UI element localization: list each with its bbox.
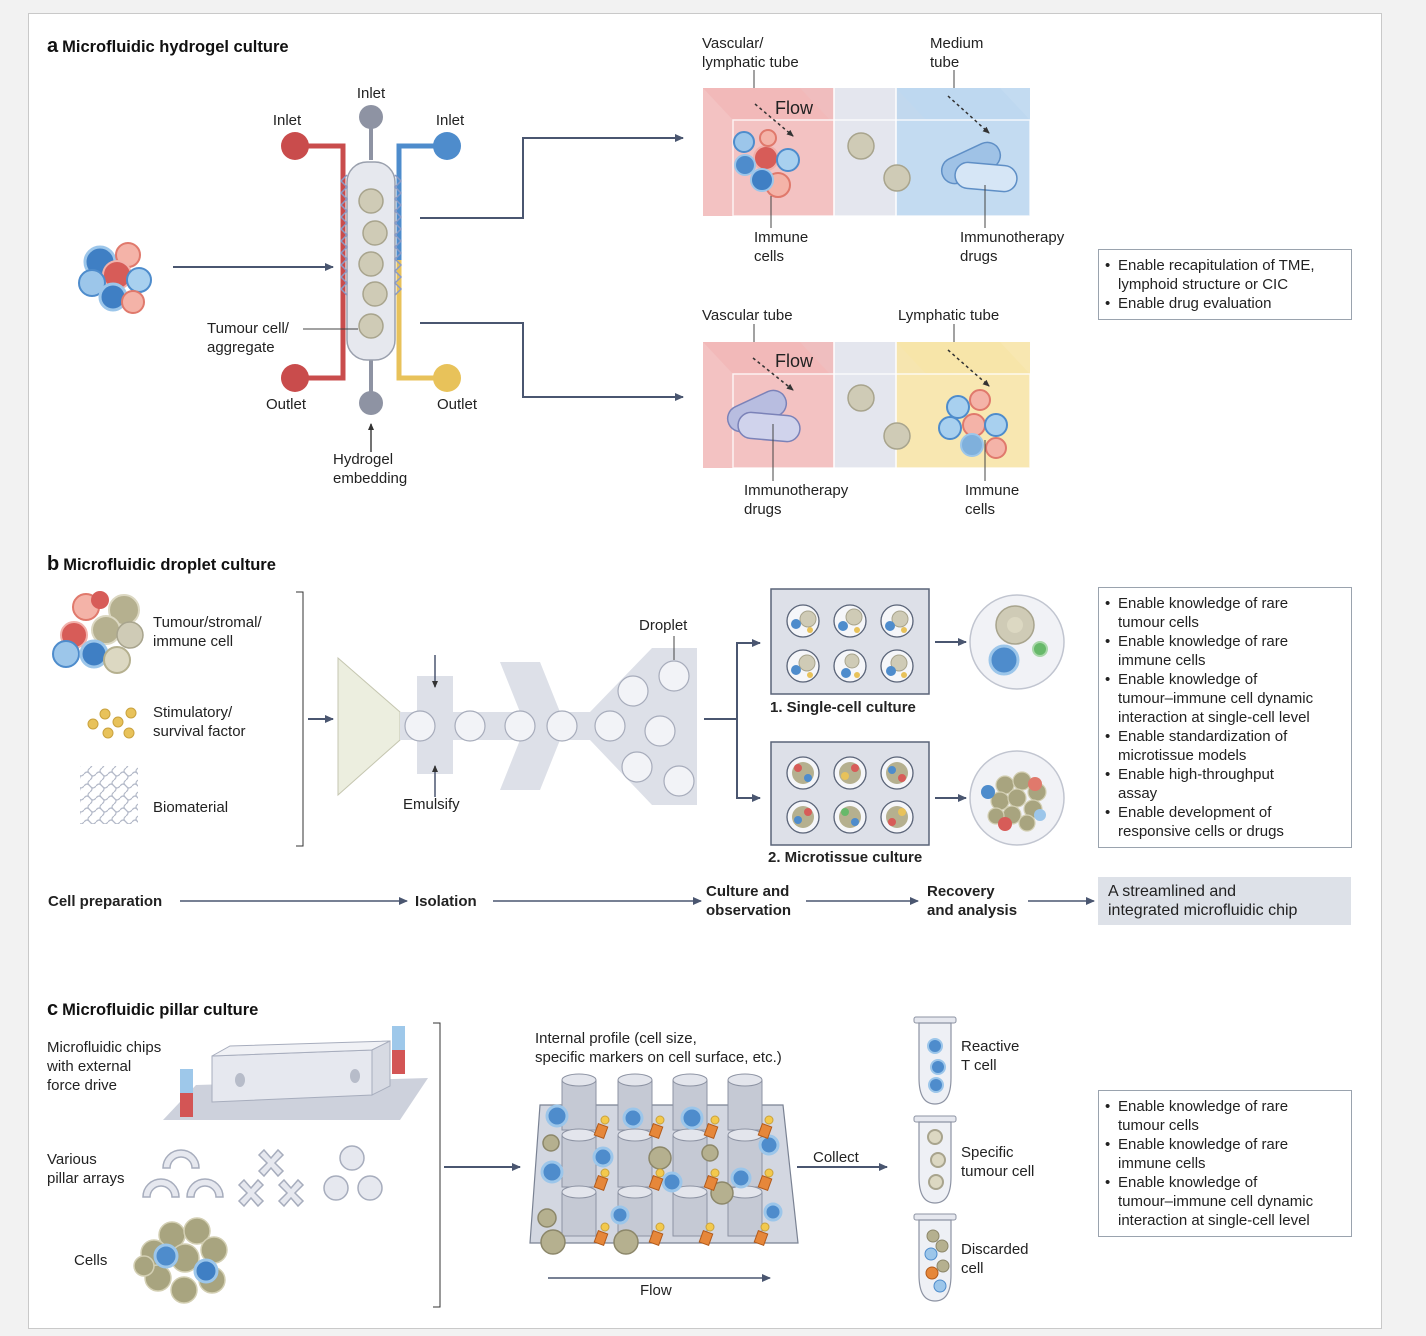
panel-b-benefit: Enable standardization of microtissue mo… — [1105, 727, 1343, 765]
workflow-step-cell-preparation: Cell preparation — [48, 893, 163, 910]
inlet-left-label: Inlet — [272, 112, 302, 129]
upper-immunotherapy-label: Immunotherapy drugs — [960, 229, 1065, 265]
panel-c-letter: c — [47, 998, 59, 1020]
panel-b-benefits-box: Enable knowledge of rare tumour cells En… — [1098, 587, 1352, 848]
cell-cluster-icon — [78, 242, 152, 314]
workflow-step-culture: Culture and observation — [706, 883, 792, 919]
internal-profile-label: Internal profile (cell size, specific ma… — [535, 1030, 782, 1066]
lower-left-tube-label: Vascular tube — [702, 307, 793, 324]
upper-left-tube-label: Vascular/ lymphatic tube — [702, 35, 799, 71]
upper-flow-label: Flow — [775, 98, 814, 118]
panel-a-benefit: Enable recapitulation of TME, lymphoid s… — [1105, 256, 1343, 294]
panel-c-benefits-box: Enable knowledge of rare tumour cells En… — [1098, 1090, 1352, 1237]
microtissue-culture-label: 2. Microtissue culture — [768, 849, 923, 866]
panel-b-graphics — [52, 588, 1095, 905]
cell-aggregate-icon — [133, 1217, 228, 1304]
workflow-step-isolation: Isolation — [415, 893, 477, 910]
collect-label: Collect — [813, 1149, 859, 1166]
panel-c-title-text: Microfluidic pillar culture — [62, 1001, 259, 1019]
panel-b-benefit: Enable knowledge of tumour–immune cell d… — [1105, 670, 1343, 727]
pillar-arrays-label: Various pillar arrays — [47, 1151, 125, 1187]
panel-c-benefit: Enable knowledge of rare tumour cells — [1105, 1097, 1343, 1135]
panel-b-benefit: Enable high-throughput assay — [1105, 765, 1343, 803]
chips-label: Microfluidic chips with external force d… — [47, 1039, 162, 1094]
outlet-left-label: Outlet — [265, 396, 307, 413]
inlet-right-label: Inlet — [435, 112, 465, 129]
reactive-t-cell-label: Reactive T cell — [961, 1038, 1020, 1074]
pillar-array — [529, 1073, 799, 1255]
droplet-channel — [337, 636, 697, 805]
legend-cell-label: Tumour/stromal/ immune cell — [153, 614, 262, 650]
lower-right-tube-label: Lymphatic tube — [898, 307, 1000, 324]
upper-immune-cells-label: Immune cells — [754, 229, 809, 265]
pillar-flow-label: Flow — [640, 1282, 672, 1299]
tumour-aggregate-label: Tumour cell/ aggregate — [207, 320, 289, 356]
single-cell-culture-label: 1. Single-cell culture — [770, 699, 916, 716]
panel-a-graphics — [78, 70, 1031, 481]
inlet-top-label: Inlet — [356, 85, 386, 102]
hydrogel-embedding-label: Hydrogel embedding — [333, 451, 408, 487]
lower-flow-label: Flow — [775, 351, 814, 371]
lower-immunotherapy-label: Immunotherapy drugs — [744, 482, 849, 518]
discarded-cell-label: Discarded cell — [961, 1241, 1029, 1277]
workflow-step-recovery: Recovery and analysis — [927, 883, 1018, 919]
microtissue-plate — [770, 741, 930, 846]
workflow-result-box: A streamlined and integrated microfluidi… — [1098, 877, 1351, 925]
chip-icon — [163, 1026, 428, 1120]
upper-right-tube-label: Medium tube — [930, 35, 984, 71]
specific-tumour-cell-label: Specific tumour cell — [961, 1144, 1035, 1180]
panel-b-title-text: Microfluidic droplet culture — [63, 556, 276, 574]
tube-reactive-t-cell — [913, 1016, 957, 1105]
single-cell-plate — [770, 588, 930, 695]
legend-biomaterial-label: Biomaterial — [153, 799, 229, 816]
pillar-shapes-icon — [142, 1145, 383, 1208]
legend-factor-label: Stimulatory/ survival factor — [153, 704, 246, 740]
factor-dots-icon — [87, 707, 137, 739]
cell-mix-icon — [52, 591, 144, 674]
upper-channel-box — [703, 70, 1031, 228]
panel-c-graphics — [133, 1016, 957, 1308]
panel-b-letter: b — [47, 553, 60, 575]
panel-a-letter: a — [47, 35, 59, 57]
panel-a-benefit: Enable drug evaluation — [1105, 294, 1343, 313]
droplet-label: Droplet — [639, 617, 688, 634]
panel-b-benefit: Enable knowledge of rare immune cells — [1105, 632, 1343, 670]
biomaterial-icon — [80, 766, 138, 824]
microtissue-droplet — [969, 750, 1065, 846]
tube-specific-tumour-cell — [913, 1115, 957, 1204]
cells-label: Cells — [74, 1252, 108, 1269]
lower-immune-cells-label: Immune cells — [965, 482, 1020, 518]
single-cell-droplet — [969, 594, 1065, 690]
panel-c-benefit: Enable knowledge of tumour–immune cell d… — [1105, 1173, 1343, 1230]
panel-b-benefit: Enable knowledge of rare tumour cells — [1105, 594, 1343, 632]
panel-c-benefit: Enable knowledge of rare immune cells — [1105, 1135, 1343, 1173]
lower-channel-box — [703, 324, 1031, 481]
emulsify-label: Emulsify — [403, 796, 460, 813]
outlet-right-label: Outlet — [436, 396, 478, 413]
panel-a-benefits-box: Enable recapitulation of TME, lymphoid s… — [1098, 249, 1352, 320]
tube-discarded-cell — [913, 1213, 957, 1302]
panel-b-benefit: Enable development of responsive cells o… — [1105, 803, 1343, 841]
panel-a-title-text: Microfluidic hydrogel culture — [62, 38, 289, 56]
